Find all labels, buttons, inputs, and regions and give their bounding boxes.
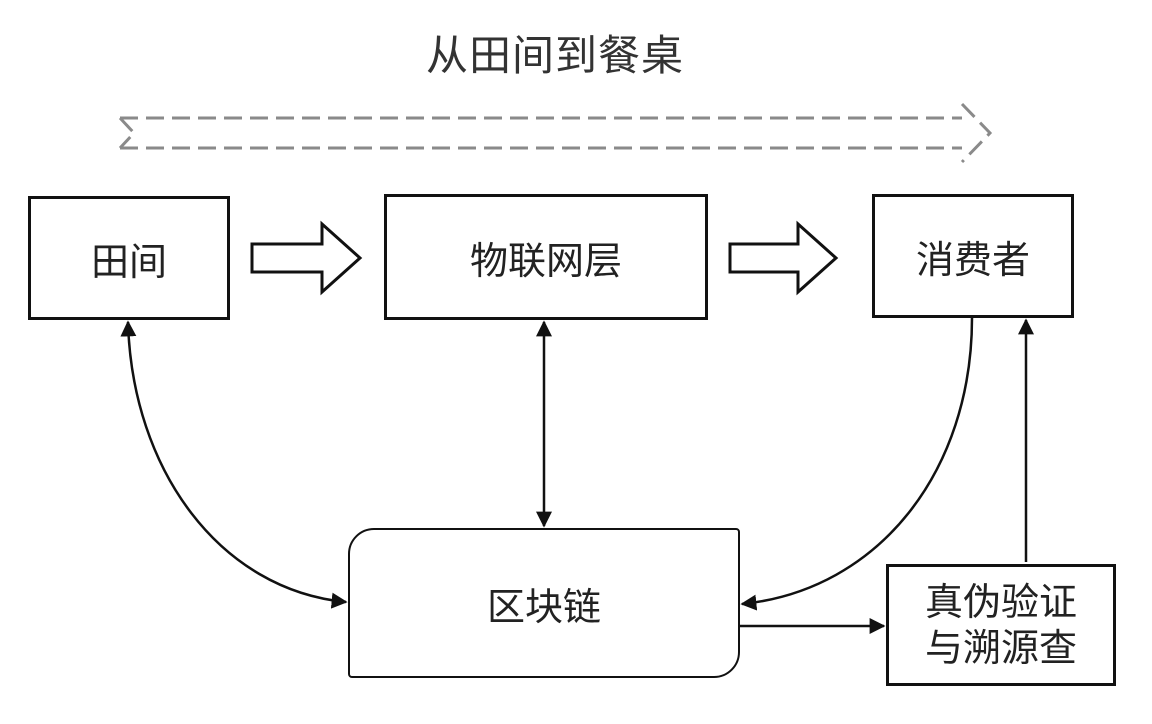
node-verify-line2: 与溯源查 — [924, 626, 1077, 670]
consumer-blockchain-link — [740, 317, 974, 611]
node-blockchain-label: 区块链 — [486, 584, 601, 629]
node-iot-layer: 物联网层 — [384, 194, 708, 320]
node-verify-trace: 真伪验证 与溯源查 — [886, 564, 1116, 686]
hollow-arrow-field-to-iot — [250, 220, 363, 296]
node-iot-layer-label: 物联网层 — [469, 238, 622, 283]
node-consumer: 消费者 — [872, 194, 1074, 318]
node-consumer-label: 消费者 — [915, 237, 1030, 282]
dashed-flow-arrow — [118, 102, 993, 164]
node-field-label: 田间 — [90, 239, 167, 284]
diagram-title: 从田间到餐桌 — [425, 31, 684, 80]
hollow-arrow-iot-to-consumer — [728, 220, 839, 296]
node-verify-line1: 真伪验证 — [924, 580, 1077, 624]
node-blockchain: 区块链 — [348, 528, 740, 678]
field-blockchain-link — [120, 320, 348, 609]
node-field: 田间 — [28, 196, 230, 320]
